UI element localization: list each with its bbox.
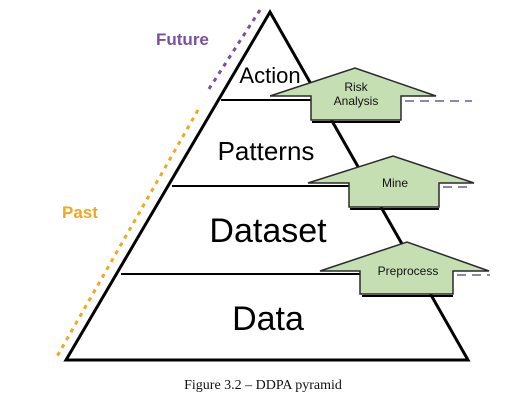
- risk-analysis-label-line1: Risk: [344, 80, 368, 94]
- risk-analysis-arrow: Risk Analysis: [269, 67, 472, 123]
- mine-arrow-shape: [307, 155, 475, 208]
- mine-arrow: Mine: [307, 155, 475, 210]
- future-timeline-line: [205, 9, 262, 93]
- past-timeline-line: [53, 109, 200, 361]
- past-label: Past: [62, 203, 98, 222]
- level-label-dataset: Dataset: [209, 212, 327, 250]
- level-label-action: Action: [239, 63, 300, 88]
- mine-label: Mine: [382, 176, 408, 190]
- preprocess-label: Preprocess: [378, 264, 439, 278]
- future-label: Future: [156, 30, 209, 49]
- level-label-patterns: Patterns: [218, 136, 315, 166]
- preprocess-arrow: Preprocess: [319, 241, 490, 297]
- risk-analysis-label-line2: Analysis: [334, 94, 379, 108]
- level-label-data: Data: [232, 300, 304, 338]
- figure-caption: Figure 3.2 – DDPA pyramid: [184, 378, 342, 393]
- preprocess-arrow-shape: [319, 241, 490, 295]
- risk-analysis-arrow-shape: [269, 67, 437, 121]
